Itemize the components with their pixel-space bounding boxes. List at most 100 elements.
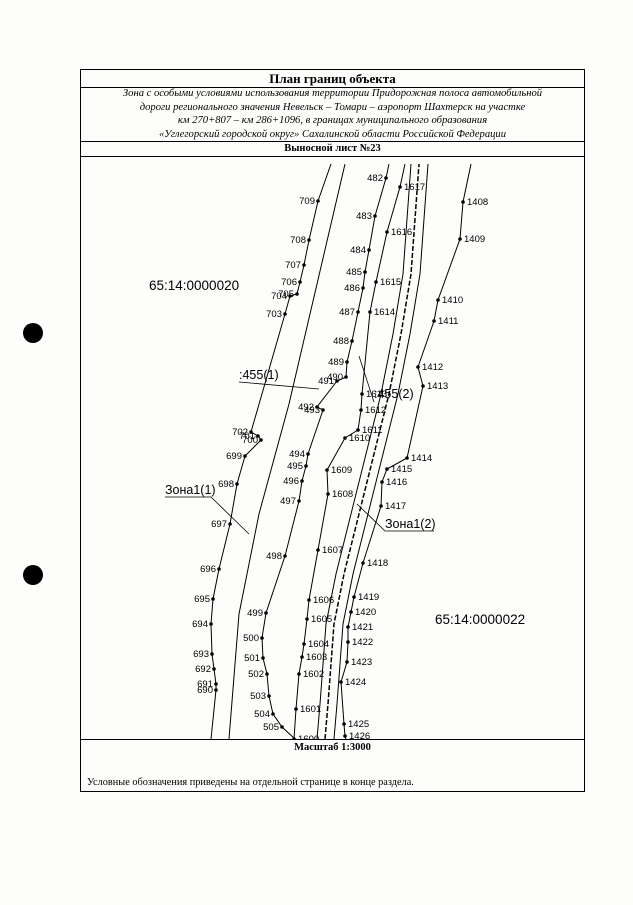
vertex-label: 1426 — [349, 731, 370, 739]
boundary-vertex — [368, 310, 372, 314]
vertex-label: 1609 — [331, 465, 352, 476]
boundary-vertex — [385, 230, 389, 234]
boundary-vertex — [210, 652, 214, 656]
vertex-label: 495 — [287, 461, 303, 472]
road-edge-right — [333, 163, 429, 740]
boundary-vertex — [217, 567, 221, 571]
boundary-vertex — [385, 467, 389, 471]
vertex-label: 1419 — [358, 592, 379, 603]
boundary-vertex — [256, 434, 260, 438]
boundary-vertex — [458, 237, 462, 241]
boundary-vertex — [259, 438, 263, 442]
description-line: Зона с особыми условиями использования т… — [122, 88, 543, 99]
vertex-label: 1412 — [422, 362, 443, 373]
vertex-label: 1615 — [380, 277, 401, 288]
boundary-vertex — [374, 280, 378, 284]
vertex-label: 1422 — [352, 637, 373, 648]
boundary-vertex — [349, 610, 353, 614]
vertex-label: 1605 — [311, 614, 332, 625]
boundary-vertex — [283, 554, 287, 558]
boundary-vertex — [214, 688, 218, 692]
parcel-label-right: 65:14:0000022 — [435, 612, 525, 627]
vertex-label: 482 — [367, 173, 383, 184]
road-parcel-boundary-left — [261, 163, 390, 740]
boundary-vertex — [380, 480, 384, 484]
parcel-label-left: 65:14:0000020 — [149, 278, 239, 293]
boundary-vertex — [288, 294, 292, 298]
boundary-vertex — [305, 617, 309, 621]
vertex-label: 1611 — [362, 425, 382, 436]
vertex-label: 1425 — [348, 719, 369, 730]
boundary-vertex — [344, 375, 348, 379]
vertex-label: 501 — [244, 653, 260, 664]
boundary-vertex — [211, 597, 215, 601]
vertex-label: 1423 — [351, 657, 372, 668]
vertex-label: 1408 — [467, 197, 488, 208]
boundary-vertex — [373, 214, 377, 218]
boundary-vertex — [345, 360, 349, 364]
boundary-vertex — [307, 598, 311, 602]
vertex-label: 1604 — [308, 639, 329, 650]
boundary-vertex — [436, 298, 440, 302]
vertex-label: 1409 — [464, 234, 485, 245]
vertex-label: 702 — [232, 427, 248, 438]
boundary-vertex — [356, 310, 360, 314]
vertex-label: 484 — [350, 245, 366, 256]
boundary-vertex — [345, 660, 349, 664]
boundary-map: 6906916926936946956966976986997007017027… — [149, 163, 525, 745]
zone-label-right: Зона1(2) — [385, 517, 436, 531]
boundary-vertex — [359, 408, 363, 412]
boundary-vertex — [302, 263, 306, 267]
plan-sheet: План границ объекта Зона с особыми услов… — [80, 69, 585, 792]
vertex-label: 701 — [239, 431, 255, 442]
vertex-label: 703 — [266, 309, 282, 320]
vertex-label: 696 — [200, 564, 216, 575]
vertex-label: 691 — [197, 679, 213, 690]
vertex-label: 1607 — [322, 545, 343, 556]
boundary-vertex — [405, 456, 409, 460]
boundary-vertex — [361, 561, 365, 565]
vertex-label: 1602 — [303, 669, 324, 680]
boundary-vertex — [361, 286, 365, 290]
vertex-label: 486 — [344, 283, 360, 294]
vertex-label: 699 — [226, 451, 242, 462]
boundary-vertex — [294, 707, 298, 711]
road-label-right: :455(2) — [374, 387, 414, 401]
boundary-vertex — [343, 734, 347, 738]
vertex-label: 1414 — [411, 453, 432, 464]
vertex-label: 491 — [318, 376, 334, 387]
vertex-label: 706 — [281, 277, 297, 288]
legend-note: Условные обозначения приведены на отдель… — [87, 777, 414, 788]
boundary-vertex — [283, 312, 287, 316]
vertex-label: 704 — [271, 291, 287, 302]
boundary-vertex — [307, 238, 311, 242]
leader-line — [210, 496, 250, 535]
vertex-label: 1601 — [300, 704, 321, 715]
boundary-vertex — [280, 725, 284, 729]
boundary-vertex — [304, 464, 308, 468]
boundary-vertex — [243, 454, 247, 458]
vertex-label: 1614 — [374, 307, 395, 318]
boundary-vertex — [432, 319, 436, 323]
boundary-vertex — [398, 185, 402, 189]
vertex-label: 504 — [254, 709, 270, 720]
boundary-vertex — [228, 522, 232, 526]
vertex-label: 496 — [283, 476, 299, 487]
plan-title: План границ объекта — [81, 70, 584, 88]
boundary-vertex — [363, 270, 367, 274]
vertex-label: 485 — [346, 267, 362, 278]
vertex-label: 690 — [197, 685, 213, 696]
boundary-vertex — [416, 365, 420, 369]
vertex-label: 497 — [280, 496, 296, 507]
vertex-label: 707 — [285, 260, 301, 271]
vertex-label: 1608 — [332, 489, 353, 500]
vertex-label: 1610 — [349, 433, 370, 444]
vertex-label: 692 — [195, 664, 211, 675]
vertex-label: 700 — [242, 435, 258, 446]
vertex-label: 698 — [218, 479, 234, 490]
boundary-vertex — [300, 479, 304, 483]
boundary-vertex — [261, 656, 265, 660]
vertex-label: 694 — [192, 619, 208, 630]
vertex-label: 483 — [356, 211, 372, 222]
vertex-label: 505 — [263, 722, 279, 733]
